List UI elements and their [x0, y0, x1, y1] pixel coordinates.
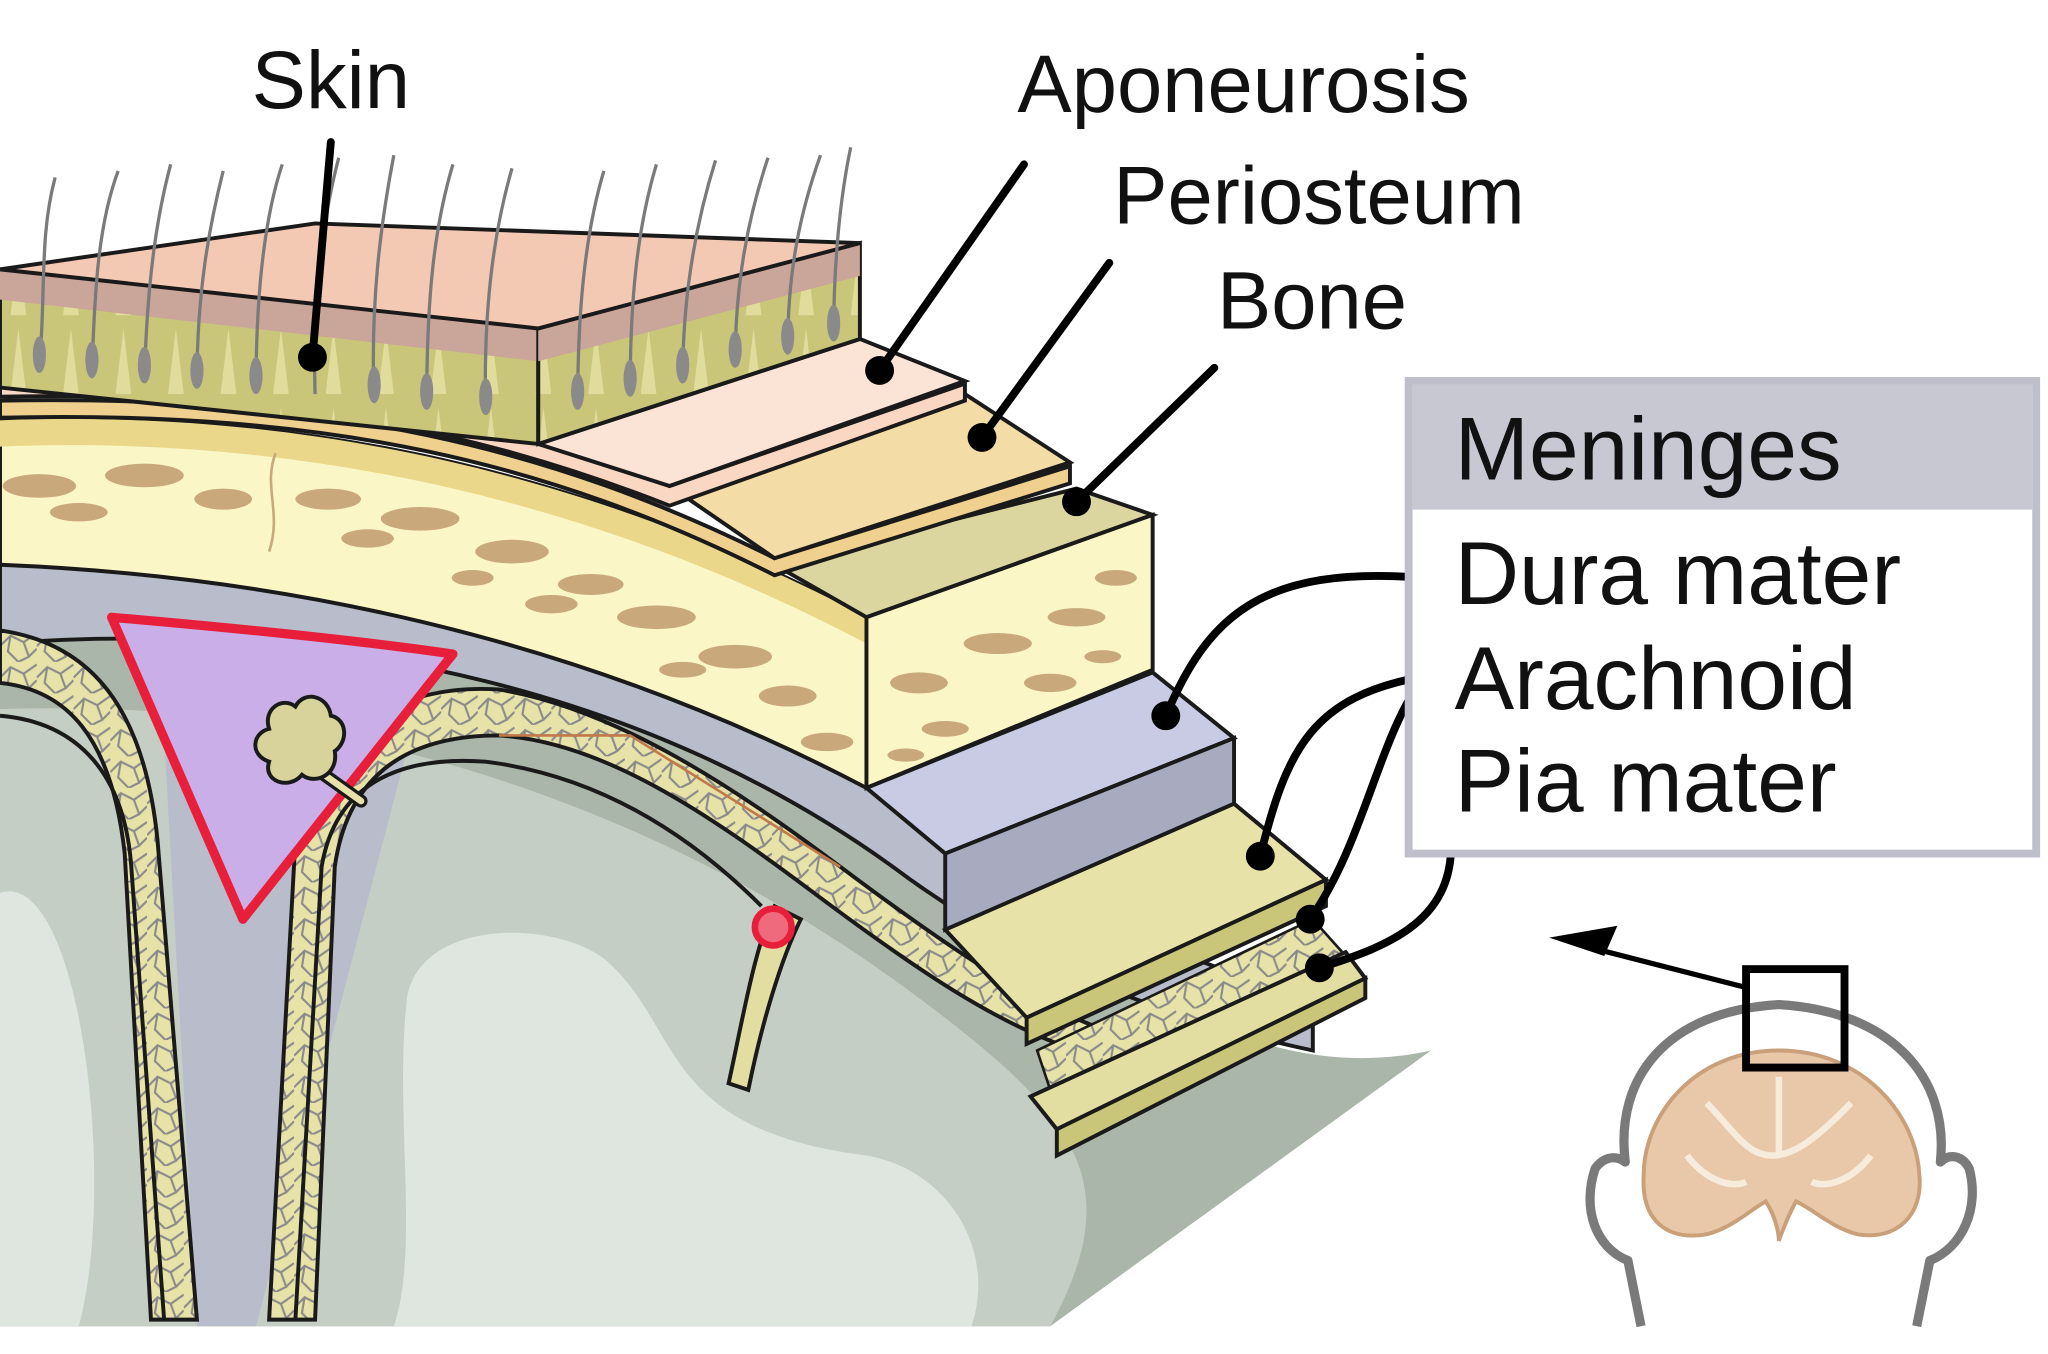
pia-block: [1027, 949, 1369, 1159]
skin-layer: [0, 146, 862, 447]
meninges-item-pia-mater: Pia mater: [1455, 731, 1837, 831]
inset-selection-box: [1742, 965, 1849, 1072]
meninges-item-dura-mater: Dura mater: [1455, 523, 1901, 623]
bone-spots: [2, 463, 854, 752]
meninges-item-arachnoid: Arachnoid: [1455, 628, 1857, 728]
meninges-legend-box: Meninges Dura mater Arachnoid Pia mater: [1404, 377, 2041, 858]
head-orientation-inset: [1549, 925, 1977, 1328]
meninges-title: Meninges: [1455, 398, 1842, 498]
leader-lines: [298, 138, 1456, 983]
label-periosteum: Periosteum: [1113, 150, 1525, 241]
label-bone: Bone: [1217, 255, 1407, 346]
arachnoid-block: [941, 801, 1348, 1092]
arachnoid-granulation: [253, 694, 368, 808]
arrow-head-icon: [1549, 925, 1618, 956]
blood-vessel: [751, 905, 795, 949]
label-aponeurosis: Aponeurosis: [1017, 39, 1469, 130]
label-skin: Skin: [252, 35, 410, 126]
bone-block: [769, 486, 1159, 791]
bone-layer: [0, 416, 869, 792]
